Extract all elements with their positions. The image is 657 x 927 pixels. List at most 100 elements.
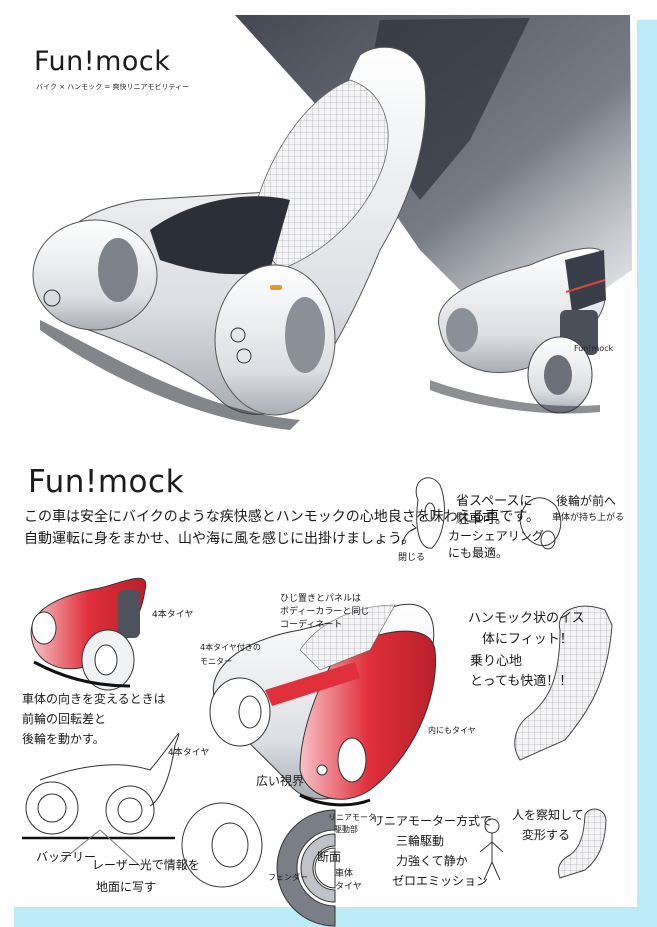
note-linear-motor-a1: リニアモーター bbox=[328, 813, 384, 822]
note-linear-1: リニアモーター方式で bbox=[372, 814, 493, 828]
red-car-wheel-hub bbox=[94, 644, 118, 676]
hero-cockpit-dark bbox=[150, 196, 290, 275]
hero-left-pod bbox=[32, 219, 158, 331]
hero-amber-light bbox=[270, 285, 282, 290]
person-body bbox=[479, 833, 504, 881]
rear-lift-wheel bbox=[540, 530, 556, 550]
note-laser-1: レーザー光で情報を bbox=[92, 858, 200, 872]
note-body-panel-3: コーディネート bbox=[280, 620, 343, 630]
red-car-left bbox=[30, 577, 147, 691]
description-line-1: この車は安全にバイクのような疾快感とハンモックの心地良さを味わえる車です。 bbox=[24, 509, 540, 525]
section-inner bbox=[314, 847, 336, 889]
brand-title-top: Fun!mock bbox=[34, 46, 171, 77]
fender-inner bbox=[211, 822, 249, 868]
note-linear-4: ゼロエミッション bbox=[392, 874, 489, 888]
note-carsharing-1: カーシェアリング bbox=[448, 529, 544, 543]
section-outer bbox=[276, 809, 336, 927]
note-body-panel-1: ひじ置きとパネルは bbox=[280, 594, 362, 604]
closed-arrow bbox=[401, 523, 417, 546]
folded-pod-sketch bbox=[415, 477, 445, 549]
note-rear-wheel-1: 後輪が前へ bbox=[556, 494, 617, 508]
note-body-panel-2: ボディーカラーと同じ bbox=[280, 607, 370, 617]
note-four-wheels-a: 4本タイヤ bbox=[152, 610, 194, 620]
note-inner-tire: 内にもタイヤ bbox=[428, 726, 476, 735]
small-seat-sketch bbox=[557, 808, 607, 879]
note-hammock-1: ハンモック状のイス bbox=[468, 611, 585, 626]
side-car-red-stripe bbox=[565, 279, 606, 293]
red-car-center bbox=[209, 603, 437, 807]
note-body: 車体 bbox=[335, 869, 354, 879]
hero-side-car bbox=[430, 247, 606, 414]
note-linear-motor-a2: 駆動部 bbox=[334, 825, 358, 834]
center-car-right-hole bbox=[337, 737, 367, 783]
person-sketch bbox=[479, 818, 504, 881]
section-mid bbox=[300, 833, 336, 903]
hammock-seat-shape bbox=[514, 605, 613, 761]
hero-seat-mesh bbox=[249, 79, 389, 271]
note-parking-2: 駐車可。 bbox=[456, 512, 509, 527]
sketch-rear-wheel bbox=[105, 785, 155, 835]
hero-right-lamp-2 bbox=[236, 348, 252, 364]
center-car-shadow bbox=[299, 793, 371, 807]
note-tire: タイヤ bbox=[335, 882, 362, 892]
sketch-rear-wheel-inner bbox=[117, 797, 143, 823]
note-four-wheels-b: 4本タイヤ bbox=[168, 748, 210, 758]
center-car-mesh bbox=[299, 604, 396, 671]
note-rear-wheel-2: 車体が持ち上がる bbox=[552, 513, 625, 523]
rear-lift-sketch bbox=[519, 497, 562, 547]
note-parking-1: 省スペースに bbox=[456, 494, 533, 509]
fold-sketches bbox=[401, 477, 562, 550]
note-hammock-4: とっても快適！！ bbox=[470, 674, 573, 689]
side-car-badge: Fun!mock bbox=[574, 344, 614, 353]
fender-sketch bbox=[181, 802, 263, 888]
sketch-front-wheel-inner bbox=[37, 793, 67, 823]
description-line-2: 自動運転に身をまかせ、山や海に風を感じに出掛けましょう。 bbox=[24, 531, 416, 547]
note-section: 断面 bbox=[317, 850, 342, 864]
note-monitor-1: 4本タイヤ付きの bbox=[200, 643, 261, 652]
sketch-front-wheel bbox=[25, 781, 79, 835]
small-seat-shape bbox=[557, 808, 607, 879]
hero-left-lamp bbox=[43, 289, 61, 307]
sketch-body-curve bbox=[39, 733, 180, 807]
note-monitor-2: モニター bbox=[200, 657, 232, 666]
note-linear-2: 三輪駆動 bbox=[396, 834, 445, 848]
cross-section-sketch bbox=[276, 809, 336, 927]
hero-rendering bbox=[32, 15, 632, 430]
side-car-wheel-hole bbox=[446, 308, 478, 352]
center-car-left-hole bbox=[238, 695, 262, 729]
hammock-seat-sketch bbox=[514, 605, 613, 761]
note-sense-1: 人を察知して bbox=[512, 808, 584, 822]
note-steer-3: 後輪を動かす。 bbox=[22, 732, 105, 746]
hero-right-wheel-hole bbox=[285, 297, 325, 373]
hero-ground-shadow bbox=[40, 320, 300, 430]
note-fender: フェンダー bbox=[268, 873, 308, 882]
note-carsharing-2: にも最適。 bbox=[448, 546, 509, 560]
note-hammock-3: 乗り心地 bbox=[470, 654, 523, 669]
hero-right-lamp-1 bbox=[230, 327, 246, 343]
red-car-hole bbox=[31, 611, 57, 645]
brand-subtitle: バイク × ハンモック = 爽快リニアモビリティー bbox=[36, 83, 190, 91]
hero-left-wheel-hole bbox=[98, 238, 138, 302]
brand-title-mid: Fun!mock bbox=[28, 464, 185, 500]
note-wide-view: 広い視界 bbox=[256, 774, 305, 788]
center-car-lamp bbox=[316, 764, 328, 776]
note-linear-3: 力強くて静か bbox=[396, 854, 468, 868]
note-closed: 閉じる bbox=[398, 553, 426, 563]
fender-outer bbox=[181, 802, 263, 888]
side-car-dark-panel bbox=[565, 250, 606, 312]
note-battery: バッテリー bbox=[36, 850, 97, 864]
sketch-laser bbox=[59, 829, 141, 867]
note-steer-2: 前輪の回転差と bbox=[22, 712, 107, 726]
side-car-rear-hub bbox=[544, 355, 572, 395]
folded-pod-hole bbox=[424, 502, 436, 522]
center-car-red-arm bbox=[265, 662, 360, 706]
bottom-left-sketch bbox=[22, 733, 180, 867]
note-laser-2: 地面に写す bbox=[96, 880, 157, 894]
note-hammock-2: 体にフィット！ bbox=[482, 632, 573, 647]
note-sense-2: 変形する bbox=[522, 828, 571, 842]
note-steer-1: 車体の向きを変えるときは bbox=[22, 692, 166, 706]
red-car-shadow bbox=[33, 660, 131, 688]
red-car-dark-post bbox=[118, 590, 140, 638]
